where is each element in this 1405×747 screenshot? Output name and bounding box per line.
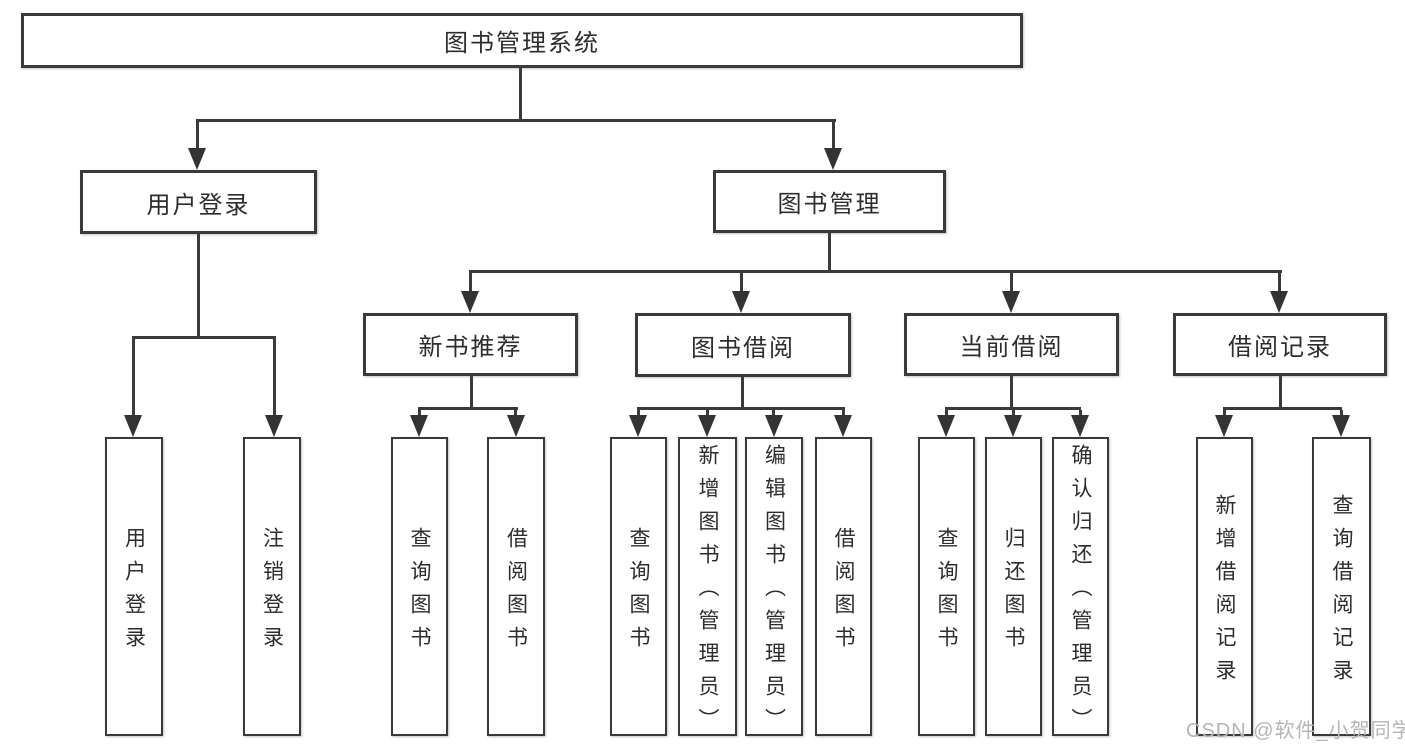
connector-line bbox=[132, 339, 135, 417]
leaf-label: 查询图书 bbox=[408, 526, 431, 659]
connector-line bbox=[514, 410, 517, 418]
arrow-down-icon bbox=[188, 148, 206, 170]
leaf-label: 新增借阅记录 bbox=[1213, 493, 1236, 692]
watermark-text: CSDN @软件_小贺同学 bbox=[1186, 720, 1405, 742]
connector-line bbox=[637, 407, 845, 410]
arrow-down-icon bbox=[507, 415, 525, 437]
arrow-down-icon bbox=[1002, 291, 1020, 313]
connector-line bbox=[945, 407, 1081, 410]
node-current-borrowing: 当前借阅 bbox=[904, 313, 1119, 376]
arrow-down-icon bbox=[461, 291, 479, 313]
connector-line bbox=[196, 121, 199, 151]
leaf-label: 借阅图书 bbox=[832, 526, 855, 659]
node-label: 图书借阅 bbox=[691, 334, 795, 362]
leaf-label: 新增图书（管理员） bbox=[696, 444, 719, 741]
connector-line bbox=[273, 339, 276, 417]
arrow-down-icon bbox=[1071, 415, 1089, 437]
leaf-confirm-return-admin: 确认归还（管理员） bbox=[1052, 437, 1109, 741]
connector-line bbox=[1010, 273, 1013, 293]
node-label: 借阅记录 bbox=[1228, 334, 1332, 361]
node-borrowing-records: 借阅记录 bbox=[1173, 313, 1387, 376]
leaf-label: 查询图书 bbox=[935, 526, 958, 659]
connector-line bbox=[418, 410, 421, 418]
connector-line bbox=[1279, 376, 1282, 409]
arrow-down-icon bbox=[265, 415, 283, 437]
leaf-label: 查询图书 bbox=[627, 526, 650, 659]
leaf-label: 归还图书 bbox=[1002, 526, 1025, 659]
node-label: 当前借阅 bbox=[959, 334, 1064, 361]
leaf-query-books-2: 查询图书 bbox=[610, 437, 667, 736]
connector-line bbox=[196, 119, 836, 122]
arrow-down-icon bbox=[410, 415, 428, 437]
node-label: 用户登录 bbox=[146, 191, 251, 219]
leaf-borrow-books-1: 借阅图书 bbox=[487, 437, 545, 736]
connector-line bbox=[772, 410, 775, 418]
node-book-borrowing: 图书借阅 bbox=[635, 313, 851, 377]
connector-line bbox=[469, 273, 472, 293]
node-label: 新书推荐 bbox=[418, 334, 523, 361]
arrow-down-icon bbox=[124, 415, 142, 437]
node-book-management: 图书管理 bbox=[713, 170, 946, 233]
leaf-query-books-1: 查询图书 bbox=[391, 437, 448, 736]
arrow-down-icon bbox=[1332, 415, 1350, 437]
connector-line bbox=[1010, 376, 1013, 409]
node-new-book-recommend: 新书推荐 bbox=[363, 313, 578, 376]
node-user-login: 用户登录 bbox=[80, 170, 317, 234]
node-label: 图书管理 bbox=[777, 191, 882, 218]
connector-line bbox=[741, 377, 744, 409]
arrow-down-icon bbox=[1270, 291, 1288, 313]
leaf-borrow-books-2: 借阅图书 bbox=[815, 437, 872, 736]
arrow-down-icon bbox=[937, 415, 955, 437]
node-root-library-system: 图书管理系统 bbox=[21, 13, 1023, 68]
arrow-down-icon bbox=[629, 415, 647, 437]
connector-line bbox=[832, 121, 835, 151]
connector-line bbox=[828, 233, 831, 273]
leaf-label: 查询借阅记录 bbox=[1330, 493, 1353, 692]
arrow-down-icon bbox=[698, 415, 716, 437]
connector-line bbox=[945, 410, 948, 418]
node-label: 图书管理系统 bbox=[444, 30, 600, 57]
arrow-down-icon bbox=[824, 148, 842, 170]
connector-line bbox=[1278, 273, 1281, 293]
arrow-down-icon bbox=[765, 415, 783, 437]
arrow-down-icon bbox=[834, 415, 852, 437]
connector-line bbox=[1223, 407, 1342, 410]
leaf-query-borrow-record: 查询借阅记录 bbox=[1312, 437, 1371, 736]
connector-line bbox=[637, 410, 640, 418]
connector-line bbox=[842, 410, 845, 418]
leaf-label: 用户登录 bbox=[122, 526, 146, 659]
connector-line bbox=[1079, 410, 1082, 418]
connector-line bbox=[740, 273, 743, 293]
connector-line bbox=[706, 410, 709, 418]
connector-line bbox=[132, 336, 276, 339]
connector-line bbox=[197, 234, 200, 338]
connector-line bbox=[1012, 410, 1015, 418]
leaf-add-borrow-record: 新增借阅记录 bbox=[1196, 437, 1253, 736]
connector-line bbox=[1340, 410, 1343, 418]
leaf-add-books-admin: 新增图书（管理员） bbox=[678, 437, 737, 741]
connector-line bbox=[469, 270, 1282, 273]
connector-line bbox=[418, 407, 518, 410]
leaf-label: 确认归还（管理员） bbox=[1069, 444, 1092, 741]
connector-line bbox=[519, 66, 522, 122]
leaf-user-login: 用户登录 bbox=[105, 437, 163, 736]
leaf-edit-books-admin: 编辑图书（管理员） bbox=[745, 437, 803, 741]
arrow-down-icon bbox=[1215, 415, 1233, 437]
arrow-down-icon bbox=[732, 291, 750, 313]
leaf-label: 借阅图书 bbox=[504, 526, 528, 659]
connector-line bbox=[470, 376, 473, 409]
leaf-return-books: 归还图书 bbox=[985, 437, 1042, 736]
leaf-query-books-3: 查询图书 bbox=[918, 437, 975, 736]
connector-line bbox=[1223, 410, 1226, 418]
leaf-label: 注销登录 bbox=[260, 526, 284, 659]
arrow-down-icon bbox=[1004, 415, 1022, 437]
leaf-logout: 注销登录 bbox=[243, 437, 301, 736]
leaf-label: 编辑图书（管理员） bbox=[762, 444, 786, 741]
